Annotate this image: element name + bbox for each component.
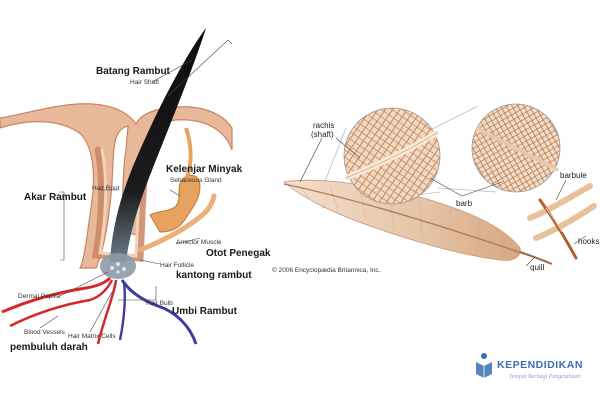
leader-line: [89, 291, 113, 333]
bulb-bracket: [118, 286, 157, 301]
matrix-cell: [116, 270, 120, 274]
leader-line: [175, 237, 201, 245]
zoom-cone-right: [429, 105, 497, 193]
artery-vessel: [96, 279, 118, 345]
leader-line: [299, 137, 323, 183]
label-sebaceous-gland: Sebaceous Gland: [170, 177, 222, 184]
label-quill: quill: [530, 263, 544, 272]
label-hooks: hooks: [578, 237, 599, 246]
label-otot-penegak: Otot Penegak: [206, 248, 271, 259]
label-hair-follicle: Hair Follicle: [160, 262, 194, 269]
matrix-cell: [116, 262, 120, 266]
leader-line: [573, 235, 587, 245]
vein-vessel: [120, 279, 198, 345]
label-hair-shaft: Hair Shaft: [130, 79, 159, 86]
leader-line: [429, 177, 463, 197]
label-kantong-rambut: kantong rambut: [176, 270, 252, 281]
label-pembuluh-darah: pembuluh darah: [10, 342, 88, 353]
leader-line: [59, 271, 109, 297]
label-rachis: rachis: [313, 121, 334, 130]
arrector-muscle: [137, 193, 217, 253]
label-arrector-muscle: Arrector Muscle: [176, 239, 222, 246]
label-akar-rambut: Akar Rambut: [24, 192, 87, 203]
feather-diagram: rachis (shaft) barb barbule hooks quill …: [272, 103, 599, 274]
label-barb: barb: [456, 199, 473, 208]
label-kelenjar-minyak: Kelenjar Minyak: [166, 164, 243, 175]
leader-line: [555, 179, 567, 201]
barbule-detail: [527, 183, 597, 260]
vein-vessel: [118, 281, 126, 341]
feather-quill: [519, 251, 553, 265]
shaft-bracket: [167, 39, 233, 97]
label-batang-rambut: Batang Rambut: [96, 66, 171, 77]
leader-line: [139, 259, 161, 265]
sebaceous-duct: [184, 127, 193, 181]
label-hair-bulb: Hair Bulb: [146, 300, 173, 307]
leader-line: [525, 257, 535, 267]
watermark: KEPENDIDIKAN Tempat Berbagi Pengetahuan: [476, 353, 583, 380]
feather-rachis: [283, 183, 549, 263]
hair-diagram: Batang Rambut Hair Shaft Hair Root Akar …: [0, 28, 271, 353]
watermark-tagline: Tempat Berbagi Pengetahuan: [509, 374, 580, 380]
book-person-icon: [476, 353, 492, 378]
label-blood-vessels: Blood Vessels: [24, 329, 66, 336]
label-barbule: barbule: [560, 171, 587, 180]
leader-line: [169, 189, 181, 197]
root-bracket: [60, 191, 65, 261]
leader-line: [461, 181, 503, 197]
leader-line: [151, 59, 193, 83]
label-hair-root: Hair Root: [92, 185, 120, 192]
watermark-brand: KEPENDIDIKAN: [497, 359, 583, 371]
artery-vessel: [1, 276, 112, 314]
artery-vessel: [9, 279, 114, 328]
leader-line: [39, 315, 59, 329]
copyright-notice: © 2006 Encyclopædia Britannica, Inc.: [272, 266, 381, 274]
leader-line: [335, 137, 361, 159]
label-dermal-papilla: Dermal Papilla: [18, 293, 61, 300]
hair-shaft-shape: [110, 28, 206, 262]
label-umbi-rambut: Umbi Rambut: [172, 306, 238, 317]
zoom-circle-barbs: [343, 107, 441, 205]
matrix-cell: [122, 267, 126, 271]
sebaceous-gland: [149, 174, 201, 233]
matrix-cell: [110, 266, 114, 270]
zoom-circle-barbules: [471, 103, 561, 193]
label-shaft: (shaft): [311, 130, 334, 139]
label-hair-matrix-cells: Hair Matrix Cells: [68, 333, 116, 340]
